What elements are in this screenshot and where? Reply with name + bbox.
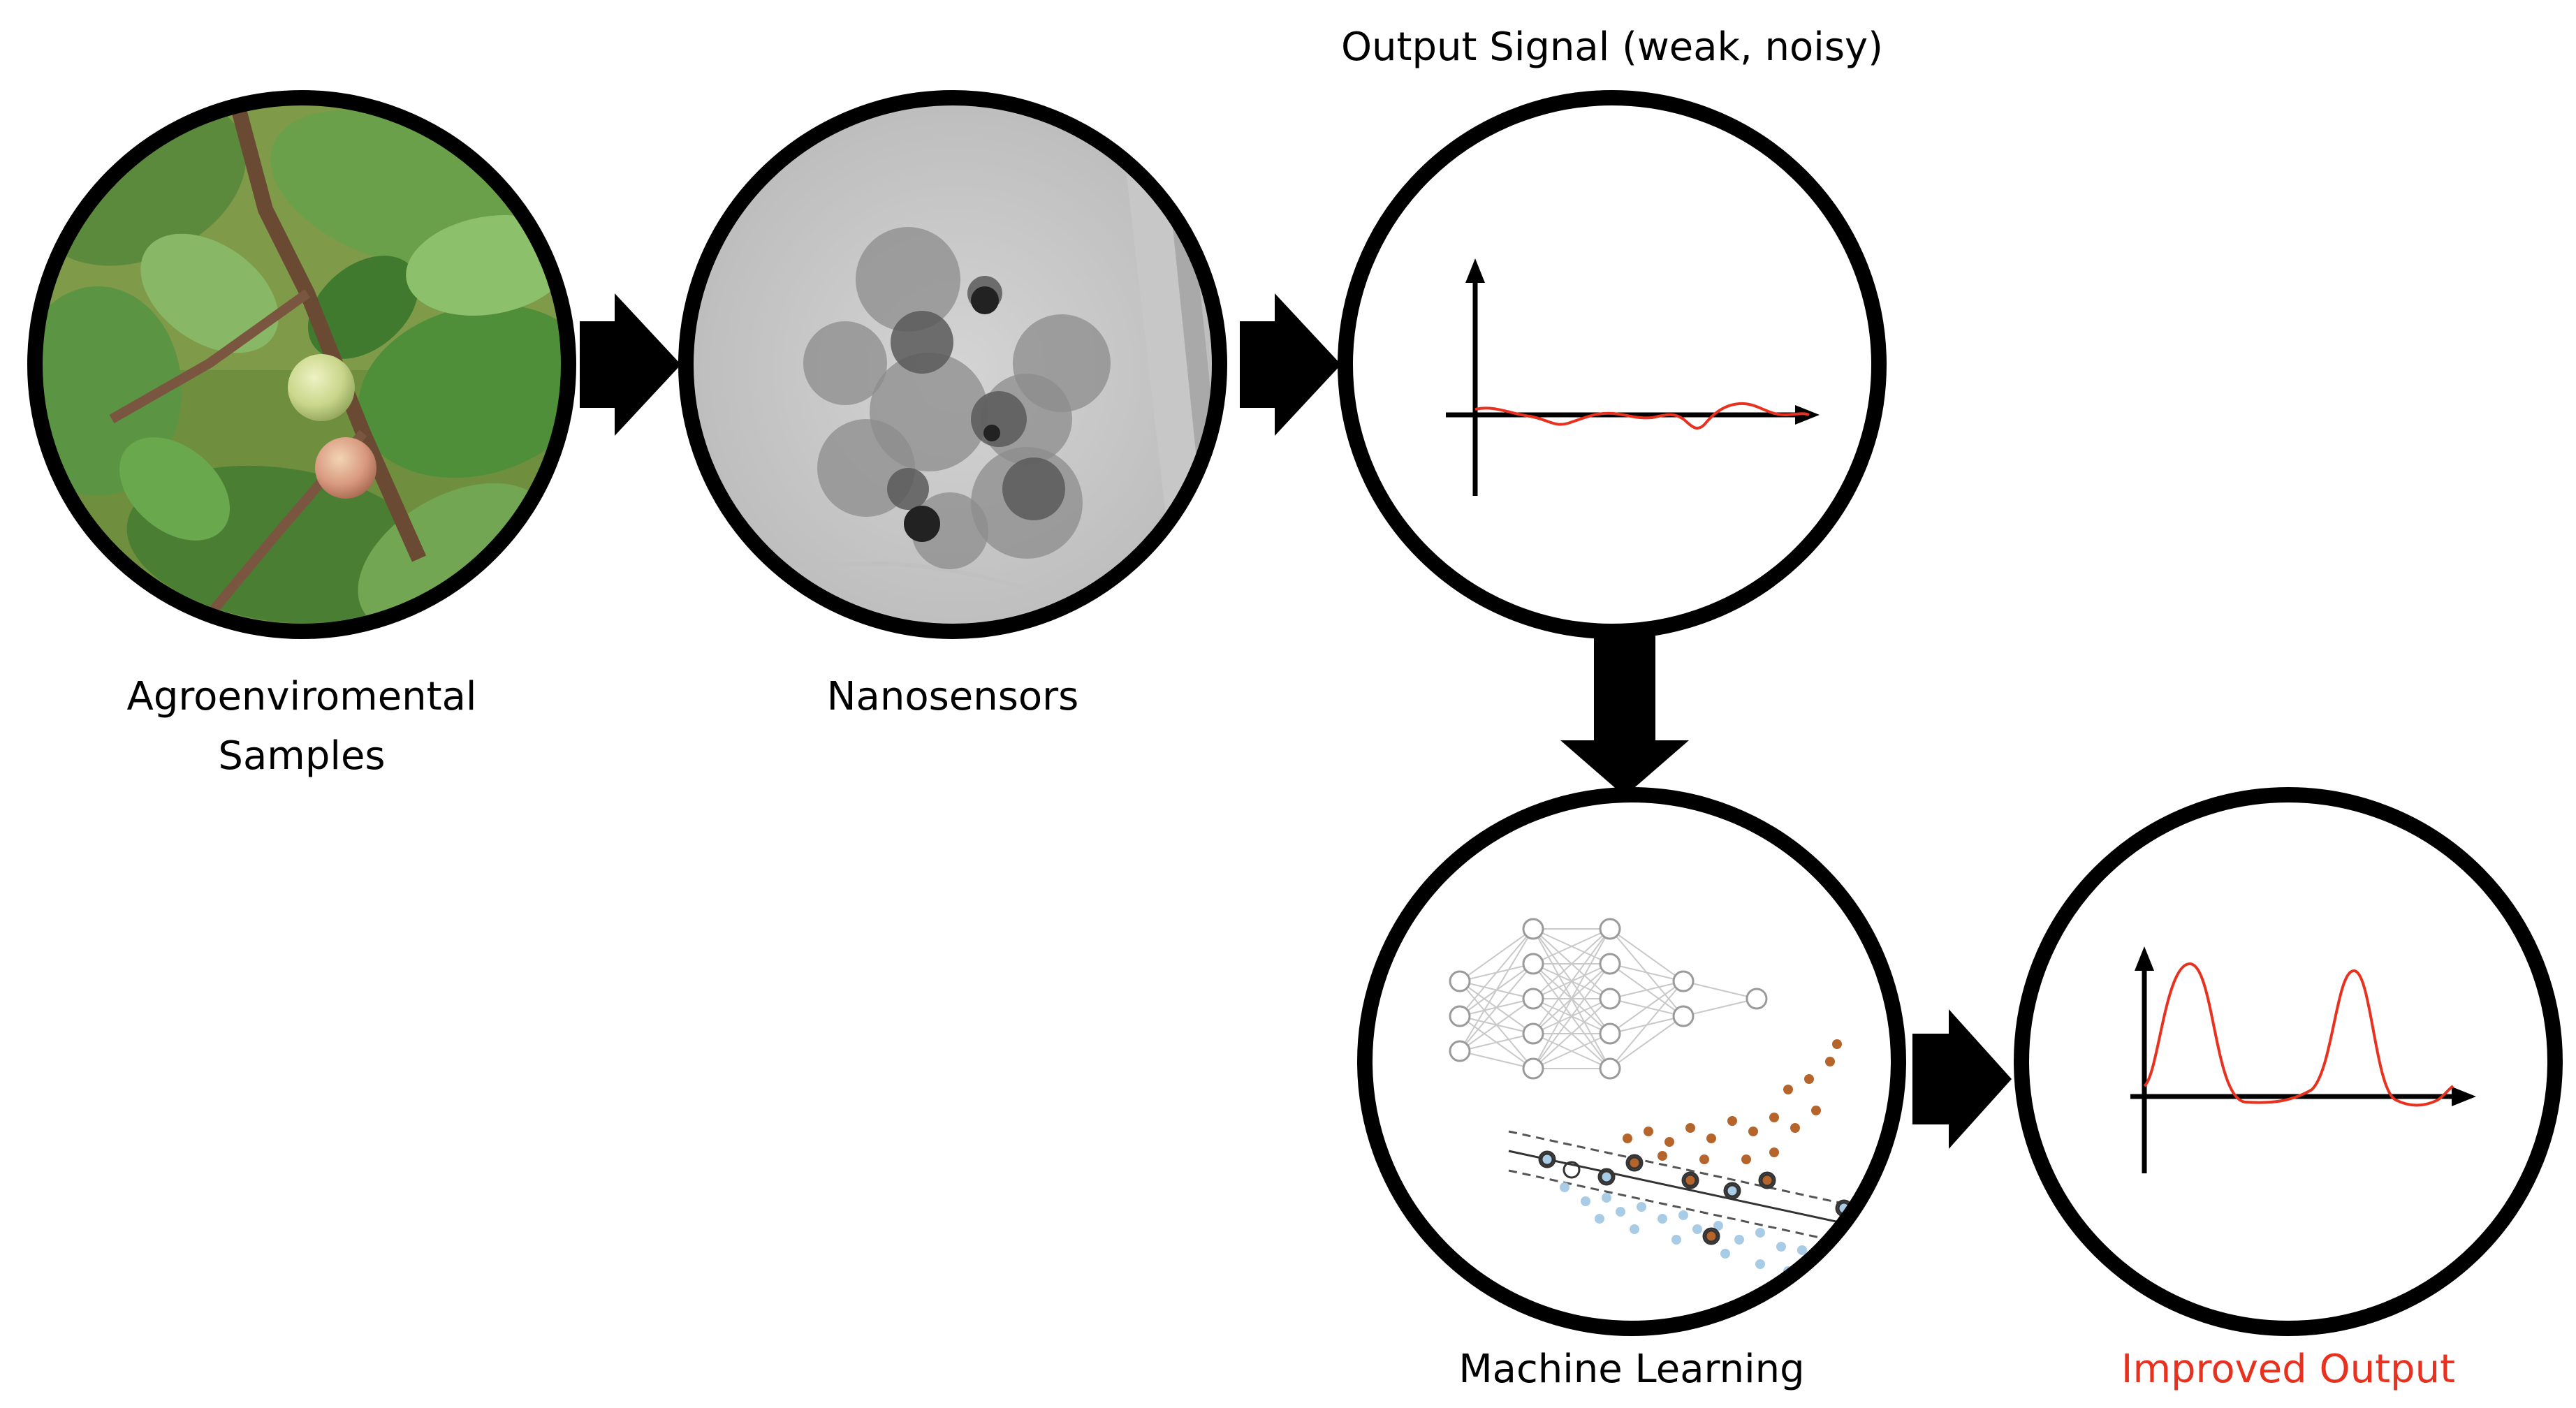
machine-learning-label: Machine Learning <box>1458 1347 1805 1392</box>
improved-output-label: Improved Output <box>2121 1347 2456 1392</box>
improved-output-circle <box>2014 787 2563 1336</box>
improved-signal-line <box>2143 962 2454 1107</box>
arrow-down-icon <box>1560 636 1689 796</box>
nanosensor-circle <box>678 90 1227 639</box>
arrow-right-icon <box>1240 293 1341 436</box>
improved-signal-plot <box>2130 946 2476 1173</box>
output-signal-circle <box>1338 90 1887 639</box>
arrow-right-icon <box>580 293 681 436</box>
neural-network-icon <box>1449 918 1768 1080</box>
nanosensor-tem-image <box>686 98 1220 631</box>
output-signal-label: Output Signal (weak, noisy) <box>1340 24 1884 70</box>
agro-circle <box>27 90 576 639</box>
arrow-right-icon <box>1912 1009 2012 1149</box>
agro-label-line1: Agroenviromental <box>126 674 477 719</box>
nanosensors-label: Nanosensors <box>826 674 1079 719</box>
ml-circle <box>1357 787 1906 1336</box>
agro-label-line2: Samples <box>218 733 386 779</box>
weak-signal-plot <box>1446 258 1820 496</box>
agro-sample-photo <box>35 98 569 631</box>
ml-illustration <box>1365 795 1898 1328</box>
noisy-signal-line <box>1474 402 1810 430</box>
